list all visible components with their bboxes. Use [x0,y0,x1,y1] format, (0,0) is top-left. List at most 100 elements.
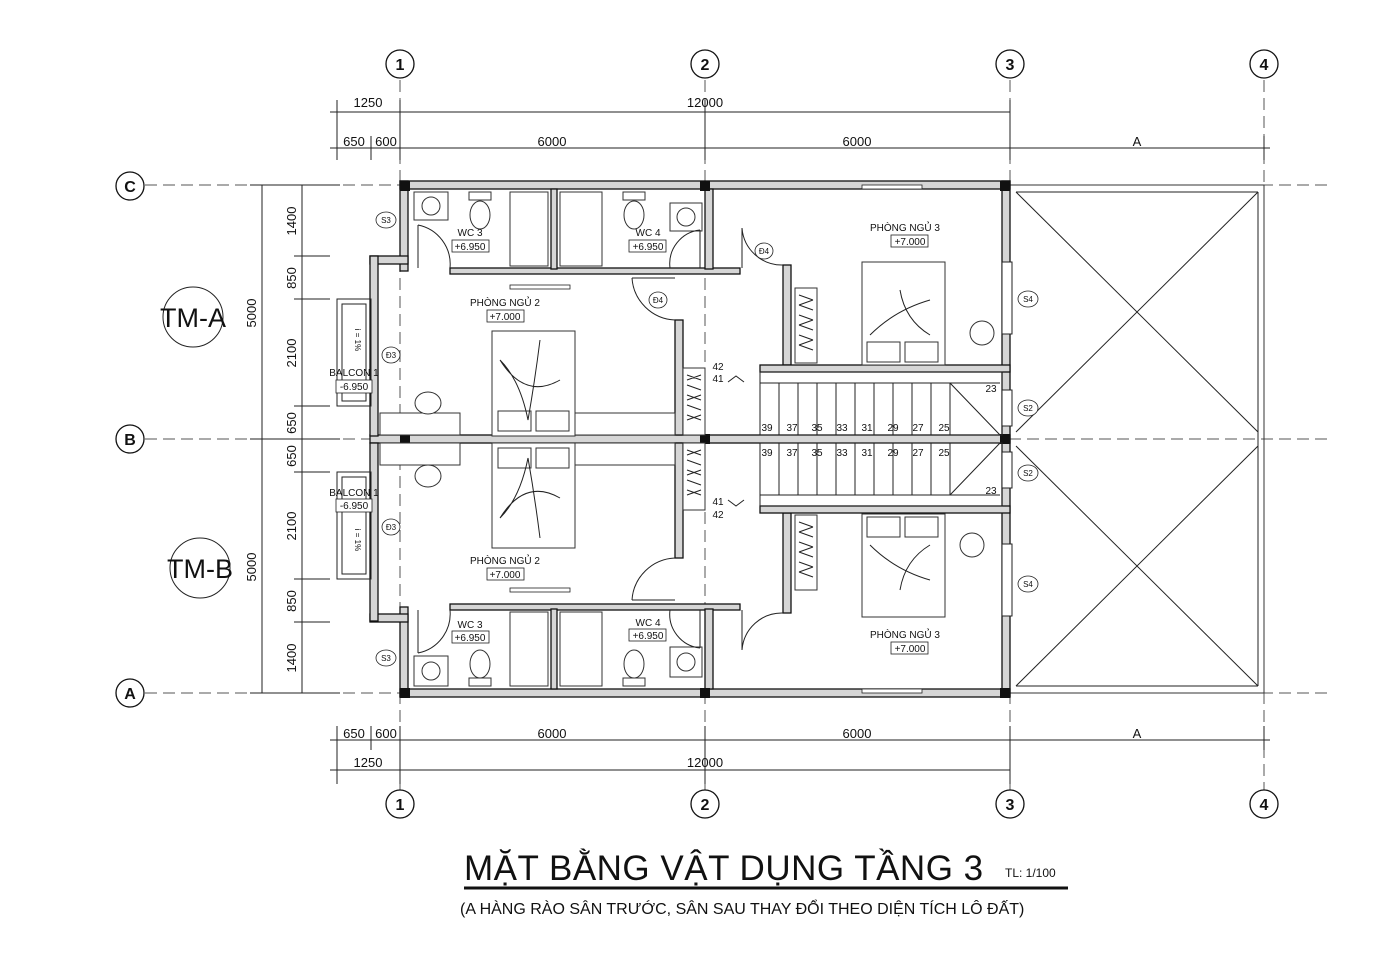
axis-bubble-c: C [115,171,145,201]
svg-text:2: 2 [701,57,710,74]
svg-text:4: 4 [1260,57,1269,74]
svg-text:S4: S4 [1023,580,1033,589]
dim-bottom-650: 650 [343,726,365,741]
stair-top-step-25: 25 [938,423,950,434]
dim-top-a: A [1133,134,1142,149]
dimensions-top: 1250 12000 650 600 6000 6000 A [330,95,1270,160]
stair-bottom-step-27: 27 [912,448,924,459]
axis-bubble-4-bottom: 4 [1249,789,1279,819]
svg-text:TM-A: TM-A [160,303,226,333]
dim-left-1400-top: 1400 [284,207,299,236]
stair-top-landing-42: 42 [712,362,724,373]
drawing-title: MẶT BẰNG VẬT DỤNG TẦNG 3 [464,848,984,888]
level-bed3-top: +7.000 [895,237,926,248]
balcony-bottom: i = 1% BALCON 1 -6.950 [329,471,379,580]
dim-left-650-top: 650 [284,412,299,434]
svg-text:1: 1 [396,57,405,74]
dim-left-1400-bottom: 1400 [284,644,299,673]
stair-bottom-step-33: 33 [836,448,848,459]
axis-bubble-a: A [115,678,145,708]
windows-right [509,184,1013,694]
dim-left-2100-bottom: 2100 [284,512,299,541]
dim-bottom-6000-b: 6000 [843,726,872,741]
tag-d3-bottom: Đ3 [381,518,401,536]
svg-text:S2: S2 [1023,469,1033,478]
level-bed2-bottom: +7.000 [490,570,521,581]
grid-axis-bubbles: 1 2 3 4 1 2 3 4 C B A [115,49,1279,819]
dimensions-bottom: 650 600 6000 6000 A 1250 12000 [330,726,1270,784]
drawing-scale: TL: 1/100 [1005,866,1056,880]
title-block: MẶT BẰNG VẬT DỤNG TẦNG 3 TL: 1/100 (A HÀ… [460,848,1068,918]
axis-bubble-2-top: 2 [690,49,720,79]
stairs-bottom: 39 37 35 33 31 29 27 25 41 42 23 [712,442,1003,521]
dim-left-2100-top: 2100 [284,339,299,368]
tag-s3-bottom: S3 [375,649,397,667]
svg-text:Đ4: Đ4 [759,247,770,256]
dim-top-6000-a: 6000 [538,134,567,149]
stairs-top: 39 37 35 33 31 29 27 25 42 41 23 [712,362,1003,436]
dim-left-850-bottom: 850 [284,590,299,612]
svg-text:TM-B: TM-B [167,554,233,584]
dim-top-600: 600 [375,134,397,149]
stair-top-landing-41: 41 [712,374,724,385]
svg-text:Đ3: Đ3 [386,523,397,532]
balcony-label-top: BALCON 1 [329,368,379,379]
unit-label-tm-b: TM-B [167,537,233,599]
tag-s2-bottom: S2 [1017,464,1039,482]
stair-top-end-23: 23 [985,384,997,395]
room-wc4-bottom: WC 4 [636,618,661,629]
svg-text:2: 2 [701,797,710,814]
stair-top-step-29: 29 [887,423,899,434]
balcony-label-bottom: BALCON 1 [329,488,379,499]
svg-text:B: B [124,432,136,449]
dim-top-6000-b: 6000 [843,134,872,149]
axis-bubble-2-bottom: 2 [690,789,720,819]
svg-text:Đ3: Đ3 [386,351,397,360]
tag-d4a-top: Đ4 [754,242,774,260]
svg-text:4: 4 [1260,797,1269,814]
stair-bottom-step-25: 25 [938,448,950,459]
dim-bottom-1250: 1250 [354,755,383,770]
svg-text:S3: S3 [381,654,391,663]
drawing-subtitle: (A HÀNG RÀO SÂN TRƯỚC, SÂN SAU THAY ĐỔI … [460,899,1024,918]
stair-top-step-33: 33 [836,423,848,434]
tag-s3-top: S3 [375,211,397,229]
svg-text:3: 3 [1006,57,1015,74]
balcony-level-top: -6.950 [340,382,369,393]
dim-bottom-a: A [1133,726,1142,741]
doors [417,224,784,654]
balcony-slope-top: i = 1% [353,329,362,351]
svg-text:3: 3 [1006,797,1015,814]
axis-bubble-3-bottom: 3 [995,789,1025,819]
axis-bubble-4-top: 4 [1249,49,1279,79]
dim-left-5000-top: 5000 [244,299,259,328]
svg-text:C: C [124,179,136,196]
tag-s2-top: S2 [1017,399,1039,417]
fixtures-bottom [379,442,985,687]
room-wc4-top: WC 4 [636,228,661,239]
walls [369,180,1011,698]
axis-bubble-1-top: 1 [385,49,415,79]
stair-top-step-31: 31 [861,423,873,434]
dim-bottom-600: 600 [375,726,397,741]
tag-d4b-top: Đ4 [648,291,668,309]
room-wc3-top: WC 3 [458,228,483,239]
stair-bottom-step-37: 37 [786,448,798,459]
room-labels-top: WC 3 +6.950 WC 4 +6.950 PHÒNG NGỦ 2 +7.0… [451,221,940,323]
level-wc3-bottom: +6.950 [455,633,486,644]
level-bed2-top: +7.000 [490,312,521,323]
level-wc4-bottom: +6.950 [633,631,664,642]
dim-left-5000-bottom: 5000 [244,553,259,582]
stair-top-step-39: 39 [761,423,773,434]
dim-left-650-bottom: 650 [284,445,299,467]
axis-bubble-b: B [115,424,145,454]
balcony-slope-bottom: i = 1% [353,529,362,551]
opening-tags: S3 Đ4 Đ4 Đ3 S4 S2 S2 S4 Đ3 S3 [375,211,1039,667]
dim-top-1250: 1250 [354,95,383,110]
stair-bottom-step-29: 29 [887,448,899,459]
room-wc3-bottom: WC 3 [458,620,483,631]
dim-bottom-6000-a: 6000 [538,726,567,741]
stair-bottom-landing-42: 42 [712,510,724,521]
stair-bottom-step-31: 31 [861,448,873,459]
stair-bottom-landing-41: 41 [712,497,724,508]
